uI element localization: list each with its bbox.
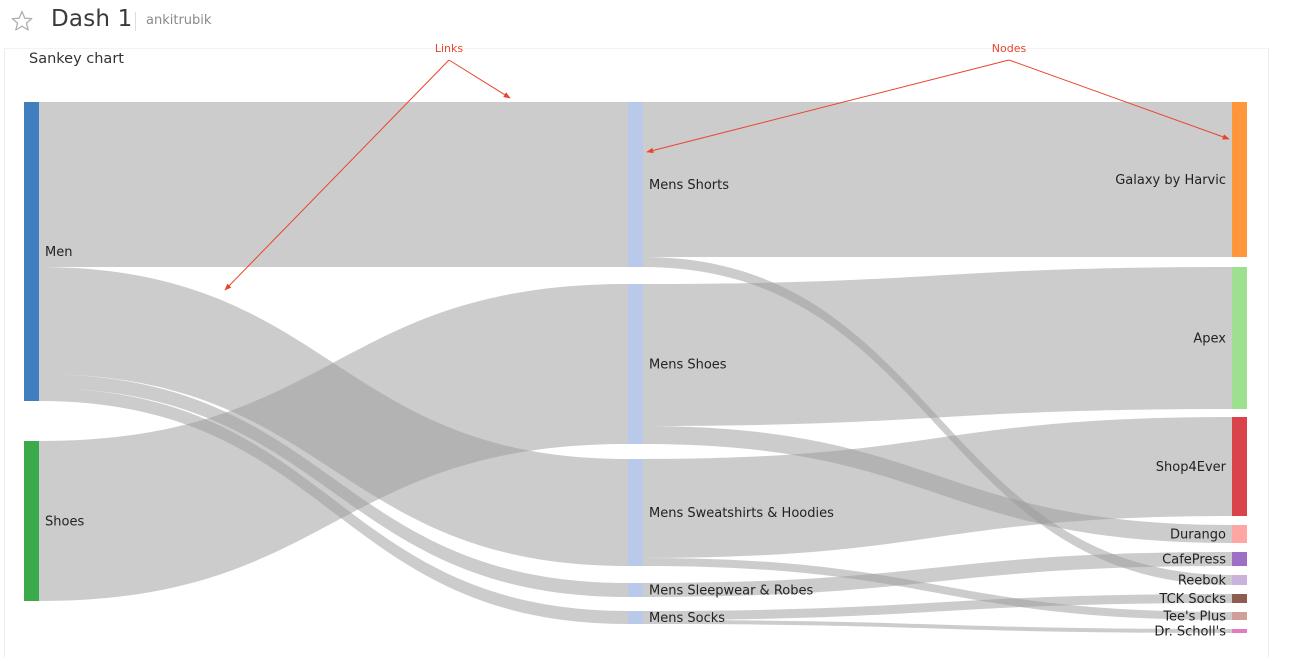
node-reebok[interactable] [1232,575,1247,585]
dashboard-owner[interactable]: ankitrubik [146,13,212,28]
header-divider [135,12,136,31]
node-tees[interactable] [1232,612,1247,620]
annotation-arrow-links-1 [224,59,450,291]
link-mens_sleep-cafepress[interactable] [643,552,1232,597]
node-mens_shorts[interactable] [628,102,643,267]
node-shop4ever[interactable] [1232,417,1247,516]
annotation-arrow-nodes-1 [1008,59,1230,140]
node-galaxy[interactable] [1232,102,1247,257]
node-mens_shoes[interactable] [628,284,643,444]
node-label-mens_sleep: Mens Sleepwear & Robes [649,584,813,599]
node-mens_sleep[interactable] [628,583,643,597]
annotation-arrow-nodes-0 [646,59,1010,154]
node-cafepress[interactable] [1232,552,1247,566]
node-tck[interactable] [1232,594,1247,603]
node-mens_socks[interactable] [628,611,643,624]
link-mens_socks-scholl[interactable] [643,620,1232,633]
dashboard-title: Dash 1 [51,6,133,32]
node-label-tees: Tee's Plus [1162,610,1226,625]
link-men-mens_shorts[interactable] [39,102,628,267]
link-mens_socks-tck[interactable] [643,594,1232,620]
link-shoes-mens_shoes[interactable] [39,284,628,601]
node-label-scholl: Dr. Scholl's [1154,625,1226,640]
node-apex[interactable] [1232,267,1247,409]
node-label-galaxy: Galaxy by Harvic [1115,173,1226,188]
node-scholl[interactable] [1232,629,1247,633]
link-mens_shoes-apex[interactable] [643,267,1232,426]
node-label-mens_shoes: Mens Shoes [649,358,727,373]
node-label-men: Men [45,245,72,260]
link-mens_sweat-shop4ever[interactable] [643,417,1232,558]
link-mens_sweat-tees[interactable] [643,558,1232,620]
node-label-cafepress: CafePress [1162,553,1226,568]
node-men[interactable] [24,102,39,401]
node-shoes[interactable] [24,441,39,601]
annotation-nodes: Nodes [992,42,1027,55]
node-label-tck: TCK Socks [1158,592,1226,607]
star-outline-icon[interactable] [10,9,34,33]
link-mens_shorts-reebok[interactable] [643,257,1232,585]
annotation-arrow-links-0 [448,59,511,99]
node-label-mens_sweat: Mens Sweatshirts & Hoodies [649,506,834,521]
node-label-reebok: Reebok [1178,574,1227,589]
node-label-durango: Durango [1170,528,1226,543]
node-label-apex: Apex [1193,332,1226,347]
node-label-shoes: Shoes [45,515,84,530]
node-mens_sweat[interactable] [628,459,643,566]
node-label-shop4ever: Shop4Ever [1156,460,1227,475]
node-durango[interactable] [1232,525,1247,543]
node-label-mens_socks: Mens Socks [649,611,725,626]
chart-title: Sankey chart [29,51,124,67]
dashboard-header: Dash 1 ankitrubik [0,0,1303,44]
annotation-links: Links [435,42,464,55]
link-mens_shorts-galaxy[interactable] [643,102,1232,257]
node-label-mens_shorts: Mens Shorts [649,178,729,193]
